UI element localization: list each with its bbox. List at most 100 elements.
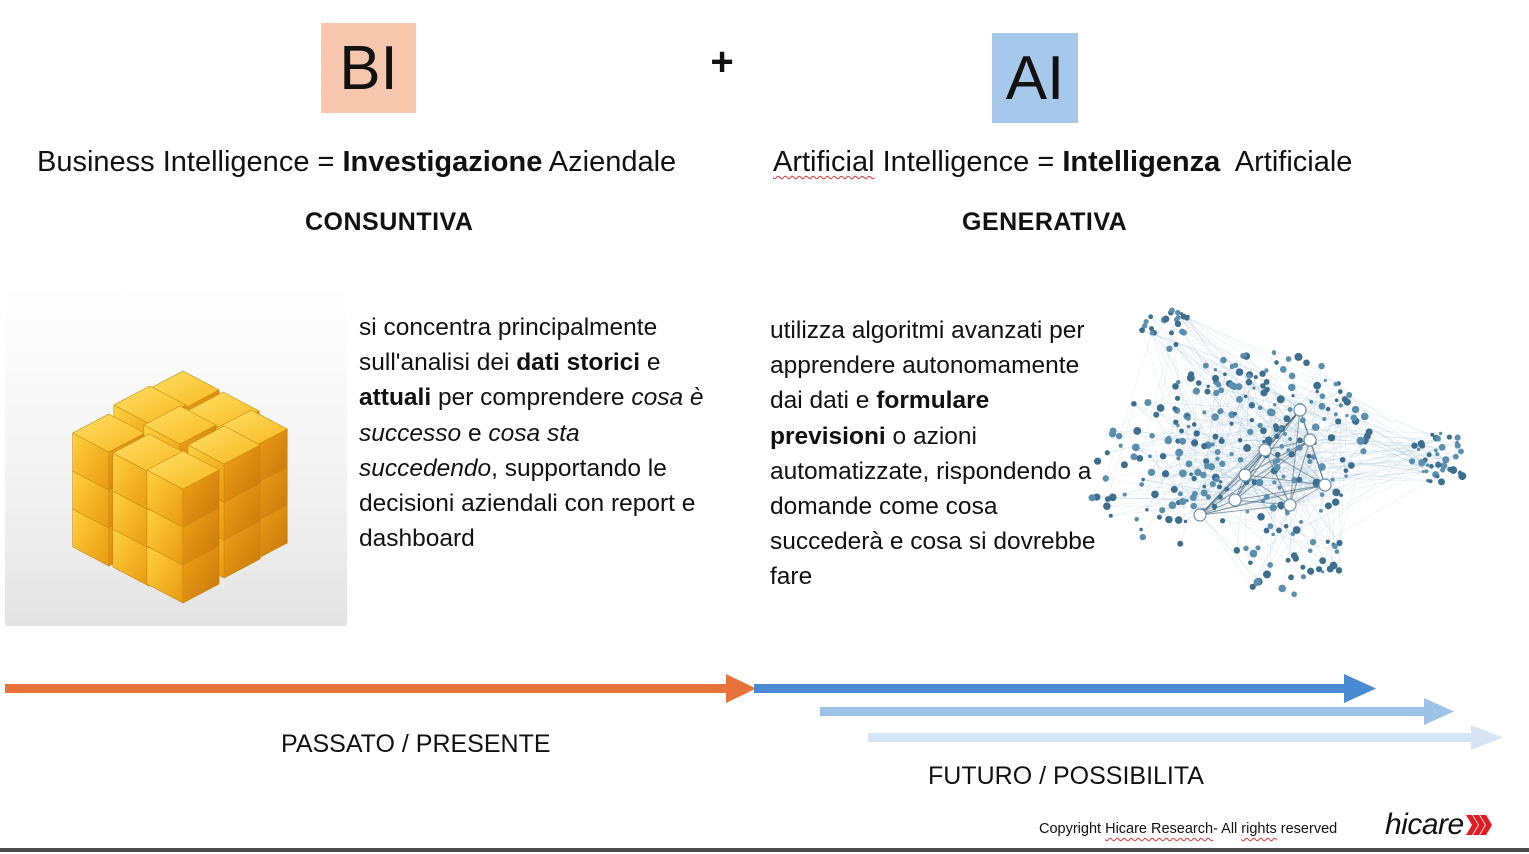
network-node — [1315, 566, 1323, 573]
network-edge — [1309, 391, 1318, 441]
network-edge — [1299, 409, 1370, 433]
network-edge — [1119, 435, 1443, 448]
network-node — [1174, 320, 1182, 328]
network-node — [1156, 404, 1165, 412]
network-node — [1103, 502, 1111, 510]
copyright-company: Hicare Research — [1105, 821, 1214, 837]
network-edge — [1155, 414, 1194, 507]
network-node — [1276, 395, 1285, 404]
network-node — [1437, 478, 1445, 486]
network-node — [1309, 538, 1317, 546]
network-edge — [1207, 386, 1218, 480]
network-edge — [1266, 370, 1301, 411]
network-edge — [1177, 312, 1301, 411]
network-node — [1131, 443, 1140, 452]
copyright-suffix: reserved — [1276, 821, 1338, 837]
network-node — [1292, 526, 1301, 534]
network-node — [1219, 518, 1226, 524]
network-node — [1333, 381, 1339, 387]
network-node — [1153, 411, 1160, 418]
network-node — [1253, 578, 1262, 586]
network-node — [1245, 378, 1253, 386]
network-node — [1331, 498, 1340, 506]
network-node — [1433, 448, 1438, 453]
logo-text: hicare — [1385, 808, 1464, 841]
network-hub — [1303, 433, 1317, 447]
network-node — [1179, 497, 1187, 506]
bottom-divider — [0, 848, 1529, 852]
network-edge — [1175, 421, 1326, 486]
network-node — [1253, 375, 1258, 380]
network-node — [1142, 323, 1148, 329]
network-edge — [1299, 415, 1348, 480]
network-edge — [1263, 441, 1311, 551]
network-edge — [1151, 328, 1246, 476]
network-node — [1325, 539, 1330, 544]
network-node — [1330, 477, 1335, 482]
network-node — [1195, 380, 1202, 386]
network-node — [1245, 509, 1250, 514]
network-node — [1242, 352, 1248, 358]
network-node — [1435, 461, 1442, 468]
network-node — [1211, 503, 1218, 510]
network-edge — [1193, 505, 1328, 543]
network-edge — [1266, 435, 1368, 575]
network-node — [1411, 442, 1418, 449]
network-node — [1251, 479, 1258, 486]
network-node — [1088, 494, 1096, 502]
network-node — [1260, 383, 1266, 389]
network-node — [1310, 454, 1317, 460]
network-node — [1202, 410, 1207, 415]
cube-face — [146, 450, 220, 490]
network-node — [1218, 438, 1225, 445]
network-node — [1255, 478, 1264, 487]
network-edge — [1143, 479, 1291, 506]
network-edge — [1203, 355, 1244, 476]
network-edge — [1291, 387, 1366, 442]
network-node — [1318, 362, 1325, 370]
network-edge — [1179, 409, 1301, 453]
network-node — [1237, 437, 1243, 443]
bi-definition-bold: Investigazione — [342, 146, 543, 178]
network-edge — [1190, 377, 1326, 486]
network-edge — [1139, 458, 1246, 476]
network-edge — [1289, 494, 1342, 506]
bi-badge-label: BI — [339, 33, 398, 103]
network-edge — [1214, 474, 1246, 509]
network-node — [1335, 418, 1342, 425]
network-edge — [1174, 408, 1311, 441]
network-node — [1337, 389, 1343, 394]
network-node — [1108, 430, 1116, 438]
network-node — [1192, 387, 1200, 395]
network-edge — [1298, 356, 1424, 446]
network-edge — [1154, 471, 1427, 495]
network-node — [1426, 452, 1432, 458]
network-edge — [1266, 470, 1275, 498]
network-node — [1179, 428, 1184, 434]
network-edge — [1324, 484, 1334, 566]
network-edge — [1149, 456, 1194, 498]
network-node — [1108, 493, 1117, 502]
network-edge — [1105, 478, 1236, 501]
network-node — [1351, 405, 1360, 414]
network-node — [1417, 440, 1425, 448]
bi-desc-bold-1: dati storici — [516, 349, 641, 377]
network-node — [1247, 428, 1254, 435]
network-node — [1343, 468, 1349, 474]
network-node — [1334, 549, 1340, 554]
network-node — [1425, 463, 1430, 467]
network-node — [1145, 508, 1149, 512]
network-edge — [1355, 409, 1446, 461]
network-edge — [1183, 316, 1326, 486]
cube-face — [143, 405, 217, 445]
network-node — [1093, 457, 1102, 465]
network-edge — [1204, 484, 1326, 487]
cube-face — [187, 425, 261, 465]
network-edge — [1177, 317, 1246, 476]
network-edge — [1177, 312, 1462, 452]
network-node — [1454, 434, 1461, 441]
network-edge — [1281, 439, 1311, 589]
network-edge — [1204, 399, 1240, 413]
network-node — [1350, 414, 1358, 422]
network-edge — [1355, 420, 1439, 466]
